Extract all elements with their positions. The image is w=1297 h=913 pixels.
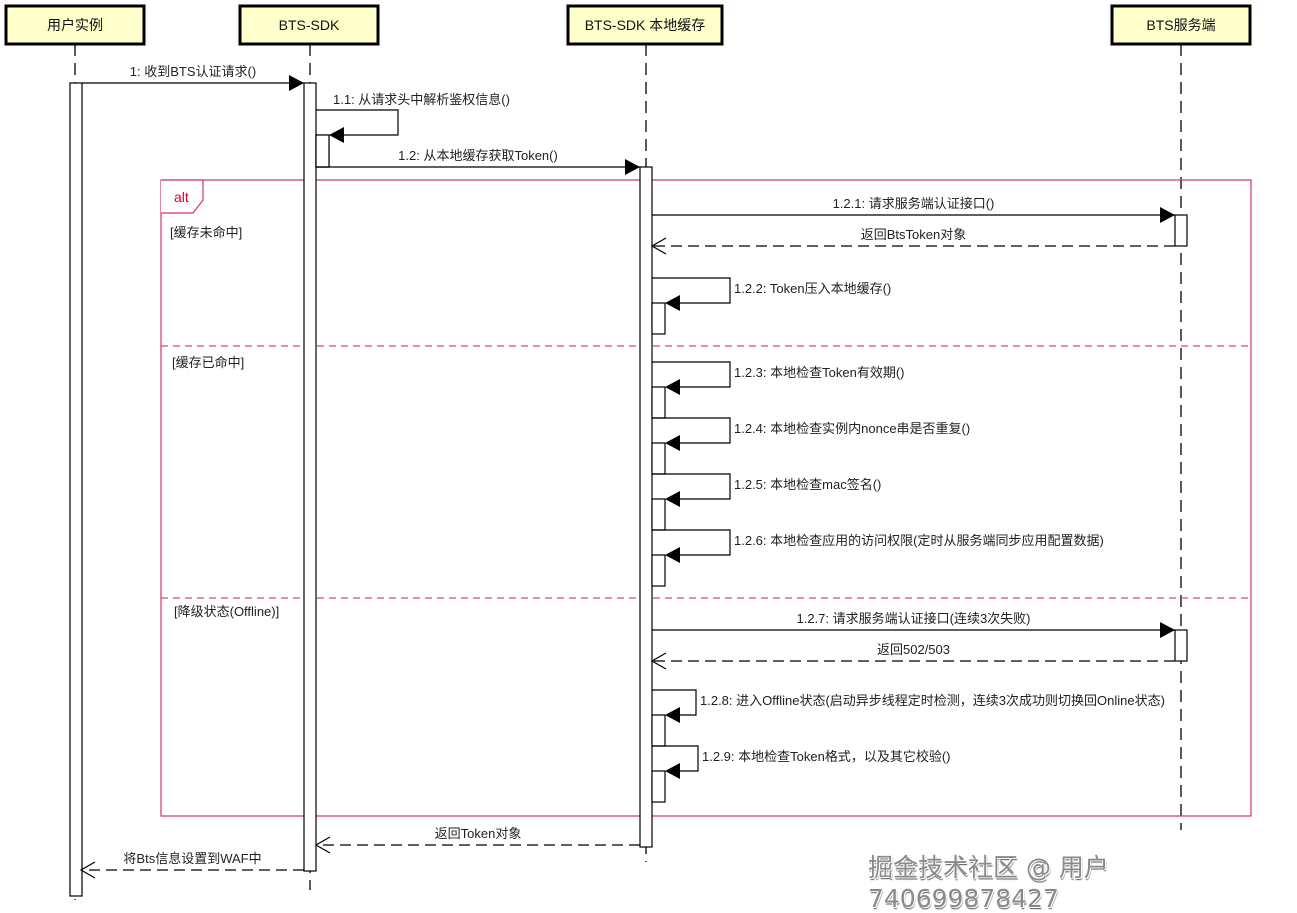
self-message-line [652,689,697,716]
nested-activation [651,386,666,419]
activation-sdk [303,82,317,872]
message-m1-2-3: 1.2.3: 本地检查Token有效期() [651,361,905,419]
participant-cache: BTS-SDK 本地缓存 [566,4,724,46]
arrowhead-icon [665,763,680,779]
nested-activation [651,498,666,531]
activation-server [1174,629,1188,662]
participant-headers: 用户实例 BTS-SDK BTS-SDK 本地缓存 BTS服务端 [4,4,1252,46]
self-message-line [652,745,699,772]
arrowhead-icon [665,707,680,723]
message-label: 1.2.4: 本地检查实例内nonce串是否重复() [734,421,970,436]
arrowhead-icon [1160,622,1175,638]
activations-layer [69,82,1188,897]
participant-box [4,4,146,46]
open-arrowhead-icon [79,861,96,879]
message-r1-2-1: 返回BtsToken对象 [650,227,1175,255]
guard-condition: [缓存已命中] [172,355,244,370]
message-label: 1.1: 从请求头中解析鉴权信息() [333,92,510,107]
participant-label: 用户实例 [47,17,103,33]
arrowhead-icon [665,547,680,563]
message-m1-2: 1.2: 从本地缓存获取Token() [316,148,640,175]
message-label: 1.2.7: 请求服务端认证接口(连续3次失败) [796,611,1030,626]
message-label: 1: 收到BTS认证请求() [130,64,256,79]
activation-user [69,82,83,897]
message-m1-2-9: 1.2.9: 本地检查Token格式，以及其它校验() [651,745,951,803]
participant-server: BTS服务端 [1110,4,1252,46]
self-message-line [652,473,731,500]
message-m1-2-2: 1.2.2: Token压入本地缓存() [651,277,891,335]
message-label: 1.2.2: Token压入本地缓存() [734,281,891,296]
message-m1-2-1: 1.2.1: 请求服务端认证接口() [652,196,1175,223]
arrowhead-icon [625,159,640,175]
message-m1: 1: 收到BTS认证请求() [82,64,304,91]
message-r1-2: 返回Token对象 [314,826,640,854]
guard-condition: [降级状态(Offline)] [174,604,279,619]
nested-activation [651,714,666,747]
message-r1-2-7: 返回502/503 [650,642,1175,670]
nested-activation [315,134,330,168]
open-arrowhead-icon [650,237,667,255]
participant-user: 用户实例 [4,4,146,46]
arrowhead-icon [289,75,304,91]
nested-activation [651,442,666,475]
message-label: 返回BtsToken对象 [861,227,966,242]
participant-label: BTS-SDK 本地缓存 [585,17,706,33]
fragment-frame [160,179,1252,817]
message-label: 1.2.6: 本地检查应用的访问权限(定时从服务端同步应用配置数据) [734,533,1104,548]
message-m1-2-7: 1.2.7: 请求服务端认证接口(连续3次失败) [652,611,1175,638]
arrowhead-icon [329,127,344,143]
message-label: 将Bts信息设置到WAF中 [123,851,261,866]
message-m1-2-6: 1.2.6: 本地检查应用的访问权限(定时从服务端同步应用配置数据) [651,529,1104,587]
participant-sdk: BTS-SDK [238,4,380,46]
message-label: 返回Token对象 [435,826,522,841]
messages-layer: 1: 收到BTS认证请求() 1.1: 从请求头中解析鉴权信息() 1.2: 从本地… [79,64,1175,879]
participant-label: BTS服务端 [1146,17,1215,33]
participant-box [238,4,380,46]
message-label: 1.2.5: 本地检查mac签名() [734,477,881,492]
self-message-line [652,361,731,388]
message-label: 返回502/503 [877,642,950,657]
open-arrowhead-icon [314,836,331,854]
guard-condition: [缓存未命中] [170,225,242,240]
message-m1-1: 1.1: 从请求头中解析鉴权信息() [315,92,510,168]
arrowhead-icon [665,379,680,395]
nested-activation [651,302,666,335]
message-label: 1.2.3: 本地检查Token有效期() [734,365,905,380]
open-arrowhead-icon [650,652,667,670]
arrowhead-icon [665,435,680,451]
activation-server [1174,214,1188,247]
self-message-line [316,109,399,136]
message-m1-2-4: 1.2.4: 本地检查实例内nonce串是否重复() [651,417,970,475]
self-message-line [652,277,731,304]
message-label: 1.2.9: 本地检查Token格式，以及其它校验() [702,749,951,764]
arrowhead-icon [1160,207,1175,223]
activation-cache [639,166,653,848]
fragment-operator-tab [161,179,204,214]
nested-activation [651,554,666,587]
arrowhead-icon [665,491,680,507]
message-label: 1.2: 从本地缓存获取Token() [398,148,558,163]
watermark: 掘金技术社区 @ 用户740699878427 [868,853,1109,913]
message-m1-2-5: 1.2.5: 本地检查mac签名() [651,473,881,531]
self-message-line [652,529,731,556]
alt-fragment: alt [缓存未命中] [缓存已命中] [降级状态(Offline)] [160,179,1252,817]
message-label: 1.2.8: 进入Offline状态(启动异步线程定时检测，连续3次成功则切换回… [700,693,1165,708]
message-m1-2-8: 1.2.8: 进入Offline状态(启动异步线程定时检测，连续3次成功则切换回… [651,689,1165,747]
participant-box [566,4,724,46]
participant-box [1110,4,1252,46]
message-label: 1.2.1: 请求服务端认证接口() [833,196,995,211]
fragment-operator: alt [174,189,189,205]
nested-activation [651,770,666,803]
participant-label: BTS-SDK [279,17,340,33]
message-r1: 将Bts信息设置到WAF中 [79,851,304,879]
self-message-line [652,417,731,444]
arrowhead-icon [665,295,680,311]
